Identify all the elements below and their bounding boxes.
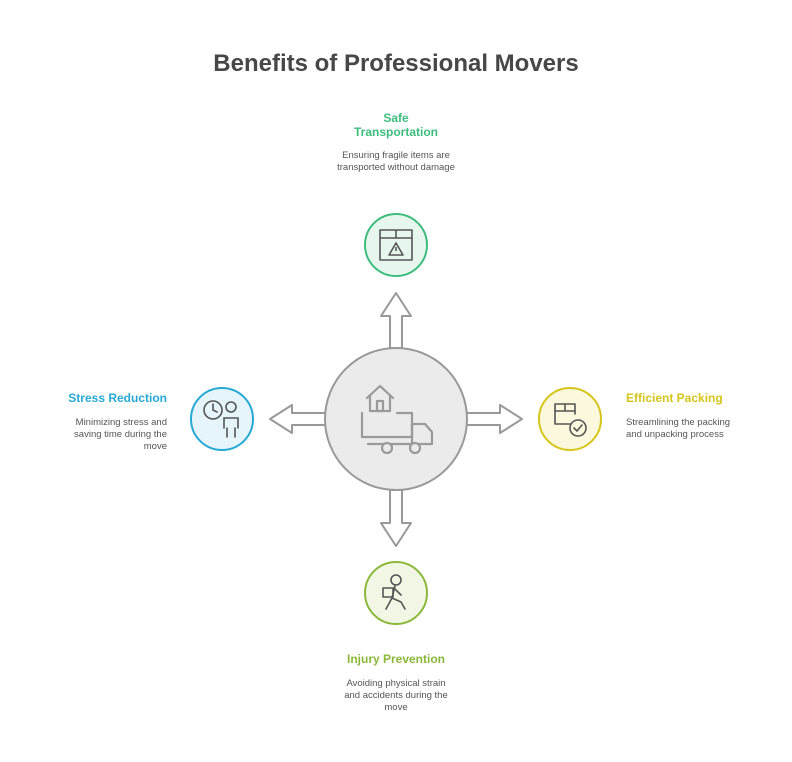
- fragile-box-icon: [379, 229, 413, 261]
- stress-label: Stress Reduction: [68, 391, 167, 405]
- clock-person-icon: [203, 400, 239, 438]
- house-truck-icon: [360, 384, 434, 455]
- packing-label: Efficient Packing: [626, 391, 723, 405]
- hub-circle: [324, 347, 468, 491]
- stress-node-circle: [190, 387, 254, 451]
- arrow-right: [465, 404, 523, 434]
- page-title: Benefits of Professional Movers: [213, 50, 579, 77]
- safe-label: Safe Transportation: [353, 111, 438, 139]
- injury-node-circle: [364, 561, 428, 625]
- stress-description: Minimizing stress and saving time during…: [74, 417, 167, 452]
- packing-node-circle: [538, 387, 602, 451]
- box-check-icon: [554, 403, 587, 437]
- arrow-up: [380, 292, 412, 349]
- injury-description: Avoiding physical strain and accidents d…: [344, 678, 448, 713]
- person-carrying-icon: [382, 574, 406, 610]
- safe-description: Ensuring fragile items are transported w…: [337, 150, 455, 173]
- injury-label: Injury Prevention: [346, 652, 446, 666]
- arrow-down: [380, 489, 412, 547]
- packing-description: Streamlining the packing and unpacking p…: [626, 417, 731, 440]
- safe-node-circle: [364, 213, 428, 277]
- arrow-left: [269, 404, 327, 434]
